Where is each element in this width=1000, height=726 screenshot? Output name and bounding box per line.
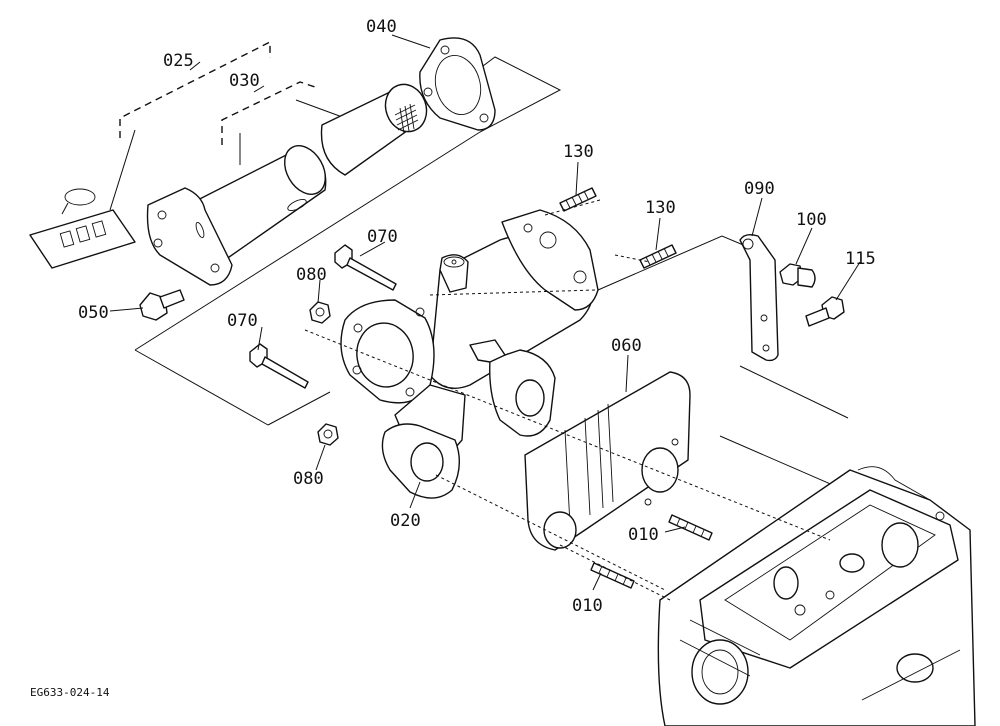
bolt-115 [805, 296, 845, 327]
callout-070-lower: 070 [227, 311, 258, 331]
plug-100 [779, 263, 816, 288]
nut-080-upper [309, 301, 331, 324]
callout-070-upper: 070 [367, 227, 398, 247]
callout-leaders [109, 34, 861, 591]
callout-130-upper: 130 [563, 142, 594, 162]
callout-090: 090 [744, 179, 775, 199]
filter-element [320, 83, 428, 176]
stud-010-upper [668, 514, 713, 541]
callout-060: 060 [611, 336, 642, 356]
callout-010-lower: 010 [572, 596, 603, 616]
callout-025: 025 [163, 51, 194, 71]
bolt-070-lower [249, 343, 309, 389]
diagram-code: EG633-024-14 [30, 686, 110, 699]
identification-tag [29, 188, 136, 269]
callout-010-upper: 010 [628, 525, 659, 545]
stud-010-lower [590, 562, 635, 589]
callout-040: 040 [366, 17, 397, 37]
callout-100: 100 [796, 210, 827, 230]
oil-cooler-housing [340, 209, 599, 499]
engine-block [657, 466, 976, 726]
callout-080-lower: 080 [293, 469, 324, 489]
nut-080-lower [317, 423, 339, 446]
callout-115: 115 [845, 249, 876, 269]
callout-050: 050 [78, 303, 109, 323]
bolt-070-upper [334, 244, 397, 291]
callout-080-upper: 080 [296, 265, 327, 285]
bolt-050 [139, 289, 185, 321]
gasket [419, 37, 496, 131]
assembly-axis-lines [304, 199, 831, 601]
callout-130-lower: 130 [645, 198, 676, 218]
bracket-090 [739, 233, 779, 362]
oil-filter-tube [146, 145, 327, 286]
heat-shield-060 [524, 371, 691, 551]
stud-130-lower [639, 244, 677, 269]
callout-labels: 025 030 040 050 070 070 080 080 130 130 … [78, 17, 876, 616]
stud-130-upper [559, 187, 597, 212]
callout-020: 020 [390, 511, 421, 531]
callout-030: 030 [229, 71, 260, 91]
